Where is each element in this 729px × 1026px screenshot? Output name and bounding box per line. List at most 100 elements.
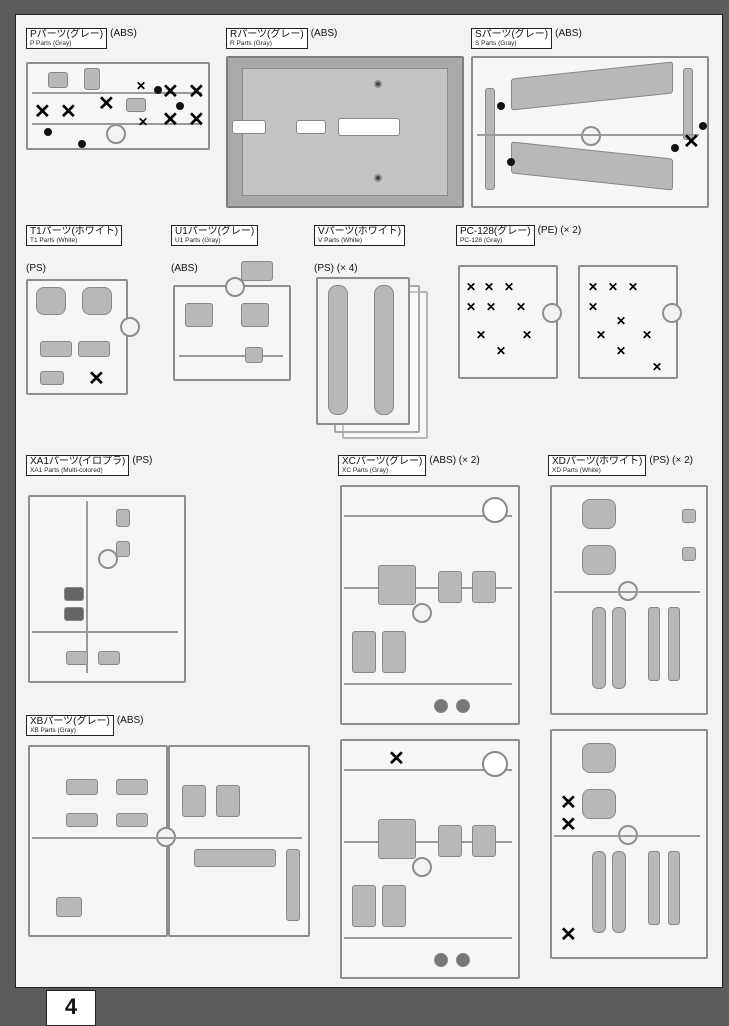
group-label: XDパーツ(ホワイト)XD Parts (White) bbox=[548, 455, 647, 476]
label-text: Pパーツ(グレー)P Parts (Gray)(ABS) bbox=[26, 28, 137, 49]
sprue-part bbox=[382, 885, 406, 927]
cut-mark: ✕ bbox=[642, 328, 653, 342]
cut-mark: ✕ bbox=[98, 93, 115, 115]
cut-mark: ✕ bbox=[476, 328, 487, 342]
label-jp: Vパーツ(ホワイト) bbox=[318, 226, 402, 237]
label-text: XDパーツ(ホワイト)XD Parts (White)(PS) (× 2) bbox=[548, 455, 693, 476]
sprue-part bbox=[683, 68, 693, 140]
runner-bar bbox=[32, 837, 302, 839]
sprue-part bbox=[668, 851, 680, 925]
label-text: Rパーツ(グレー)R Parts (Gray)(ABS) bbox=[226, 28, 337, 49]
group-label: Rパーツ(グレー)R Parts (Gray) bbox=[226, 28, 308, 49]
sprue-part bbox=[485, 88, 495, 190]
label-text: (ABS) bbox=[110, 28, 137, 39]
cut-mark: ✕ bbox=[136, 79, 147, 93]
sprue-part bbox=[612, 607, 626, 689]
sprue-part bbox=[241, 261, 273, 281]
sprue-part bbox=[582, 743, 616, 773]
sprue-part bbox=[592, 607, 606, 689]
label-en: R Parts (Gray) bbox=[230, 40, 272, 47]
part-number-dot bbox=[44, 128, 52, 136]
sprue-part bbox=[40, 341, 72, 357]
runner-bar bbox=[344, 515, 512, 517]
cut-mark: ✕ bbox=[496, 344, 507, 358]
group-label: XCパーツ(グレー)XC Parts (Gray) bbox=[338, 455, 427, 476]
sprue-part bbox=[64, 607, 84, 621]
sprue-part bbox=[352, 885, 376, 927]
runner-hub bbox=[374, 80, 382, 88]
sprue-part bbox=[82, 287, 112, 315]
cut-mark: ✕ bbox=[683, 131, 700, 153]
group-xd: XDパーツ(ホワイト)XD Parts (White)(PS) (× 2) bbox=[548, 455, 718, 725]
cut-mark: ✕ bbox=[388, 748, 405, 770]
sprue-part bbox=[185, 303, 213, 327]
runner-xd-1 bbox=[550, 485, 708, 715]
label-text: (ABS) bbox=[116, 715, 144, 726]
cut-mark: ✕ bbox=[34, 101, 51, 123]
cut-mark: ✕ bbox=[188, 81, 205, 103]
sprue-part bbox=[648, 851, 660, 925]
label-text: T1パーツ(ホワイト)T1 Parts (White) bbox=[26, 225, 125, 246]
sprue-part bbox=[612, 851, 626, 933]
group-pc128: PC-128(グレー)PC-128 (Gray)(PE) (× 2) ✕ ✕ ✕ ✕… bbox=[456, 225, 716, 395]
cut-mark: ✕ bbox=[560, 792, 577, 814]
part-number-dot bbox=[671, 144, 679, 152]
sprue-part bbox=[582, 789, 616, 819]
cut-mark: ✕ bbox=[652, 360, 663, 374]
group-label: U1パーツ(グレー)U1 Parts (Gray) bbox=[171, 225, 259, 246]
sprue-part bbox=[36, 287, 66, 315]
runner-hub bbox=[106, 124, 126, 144]
label-en: S Parts (Gray) bbox=[475, 40, 517, 47]
runner-bar bbox=[477, 134, 699, 136]
group-xd-copy: ✕ ✕ ✕ bbox=[548, 715, 718, 965]
sprue-part bbox=[472, 825, 496, 857]
label-jp: T1パーツ(ホワイト) bbox=[30, 226, 119, 237]
sprue-part bbox=[194, 849, 276, 867]
label-jp: XA1パーツ(イロプラ) bbox=[30, 456, 126, 467]
label-text: XCパーツ(グレー)XC Parts (Gray)(ABS) (× 2) bbox=[338, 455, 480, 476]
sprue-part bbox=[438, 571, 462, 603]
cut-mark: ✕ bbox=[138, 115, 149, 129]
sprue-part bbox=[382, 631, 406, 673]
cut-mark: ✕ bbox=[162, 109, 179, 131]
sprue-part bbox=[582, 545, 616, 575]
label-text: Vパーツ(ホワイト)V Parts (White) bbox=[314, 225, 408, 246]
runner-hub bbox=[412, 603, 432, 623]
cut-mark: ✕ bbox=[588, 300, 599, 314]
cut-mark: ✕ bbox=[596, 328, 607, 342]
runner-xa1 bbox=[28, 495, 186, 683]
sprue-part bbox=[338, 118, 400, 136]
cut-mark: ✕ bbox=[484, 280, 495, 294]
label-jp: U1パーツ(グレー) bbox=[175, 226, 255, 237]
sprue-part bbox=[434, 953, 448, 967]
runner-bar bbox=[32, 92, 202, 94]
cut-mark: ✕ bbox=[628, 280, 639, 294]
sprue-part bbox=[56, 897, 82, 917]
label-en: U1 Parts (Gray) bbox=[175, 237, 221, 244]
cut-mark: ✕ bbox=[616, 314, 627, 328]
cut-mark: ✕ bbox=[60, 101, 77, 123]
group-r: Rパーツ(グレー)R Parts (Gray)(ABS) bbox=[226, 28, 466, 208]
sprue-part bbox=[48, 72, 68, 88]
runner-bar bbox=[344, 683, 512, 685]
sprue-part bbox=[434, 699, 448, 713]
label-text: (ABS) (× 2) bbox=[429, 455, 480, 466]
page-number: 4 bbox=[46, 990, 96, 1026]
sprue-part bbox=[116, 541, 130, 557]
label-text: XBパーツ(グレー)XB Parts (Gray)(ABS) bbox=[26, 715, 143, 736]
sprue-part bbox=[456, 699, 470, 713]
label-en: XB Parts (Gray) bbox=[30, 727, 76, 734]
runner-bar bbox=[86, 501, 88, 673]
sprue-part bbox=[482, 751, 508, 777]
cut-mark: ✕ bbox=[608, 280, 619, 294]
label-text: PC-128(グレー)PC-128 (Gray)(PE) (× 2) bbox=[456, 225, 581, 246]
sprue-part bbox=[241, 303, 269, 327]
runner-bar bbox=[179, 355, 283, 357]
runner-hub bbox=[412, 857, 432, 877]
cut-mark: ✕ bbox=[188, 109, 205, 131]
runner-hub bbox=[98, 549, 118, 569]
group-v: Vパーツ(ホワイト)V Parts (White) (PS) (× 4) bbox=[314, 225, 444, 440]
sprue-part bbox=[456, 953, 470, 967]
cut-mark: ✕ bbox=[504, 280, 515, 294]
label-text: (PS) (× 2) bbox=[649, 455, 693, 466]
